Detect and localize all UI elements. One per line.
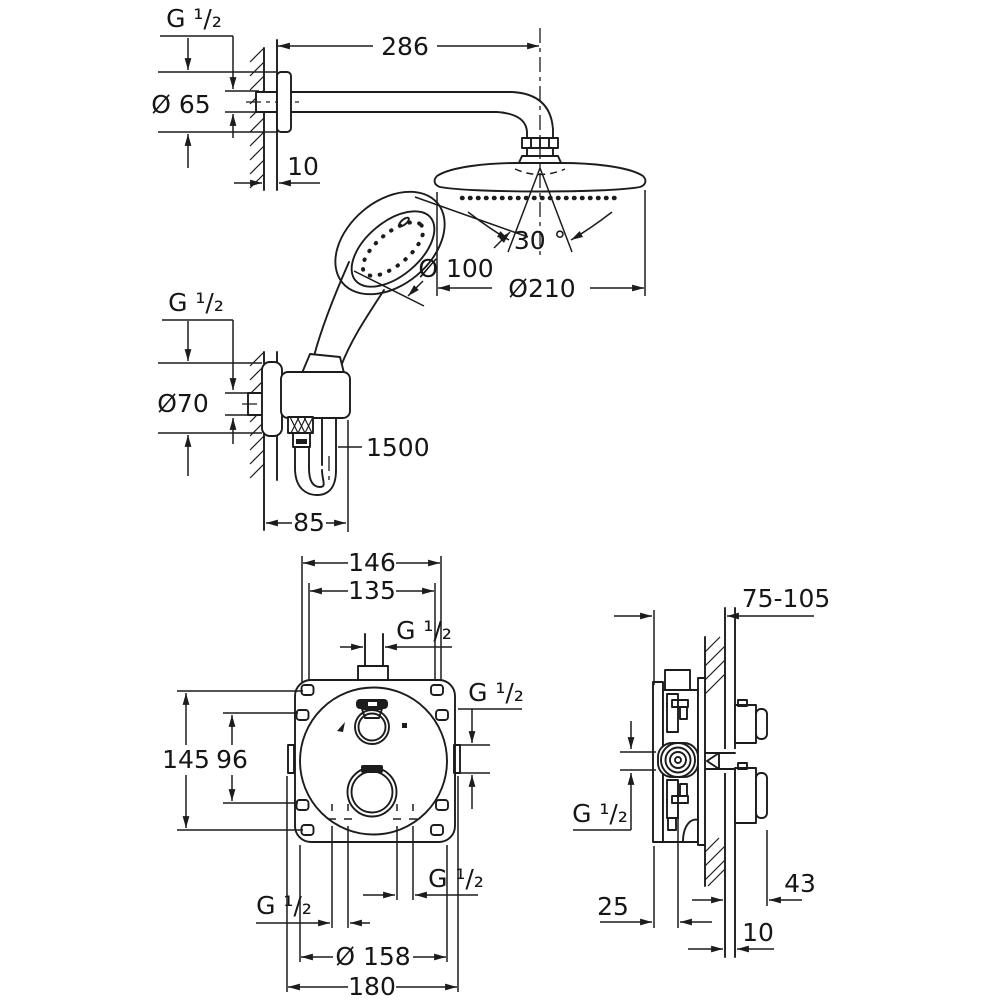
mounting-plate-side [697, 677, 706, 846]
shower-hose [294, 417, 337, 496]
cold-icon [402, 723, 407, 728]
dim-thread-top-port: G ¹/₂ [340, 616, 452, 651]
thread-label-bottom-left: G ¹/₂ [256, 891, 312, 920]
rough-wall-hatch [704, 636, 726, 887]
dim-wall-plate: 10 [234, 152, 320, 187]
dim-thread-bottom-left: G ¹/₂ [256, 891, 370, 927]
flush-marker-icon [706, 752, 720, 770]
dim-height-145: 145 [162, 690, 303, 831]
hand-shower [313, 190, 446, 367]
dim-thread-right-port: G ¹/₂ [458, 678, 524, 809]
dim-height-145-value: 145 [162, 745, 210, 774]
dim-spray-angle-value: 30 ° [514, 226, 566, 255]
hand-shower-face [350, 210, 436, 288]
side-tab-left [287, 744, 295, 774]
dim-overall-width: 180 [286, 776, 459, 1000]
housing-top-block [664, 669, 691, 691]
dim-thread-side-port: G ¹/₂ [572, 721, 656, 831]
arm-wall-flange [276, 71, 292, 133]
hand-shower-head [334, 190, 446, 296]
dim-housing-depth-25: 25 [597, 781, 712, 928]
dim-width-135-value: 135 [348, 576, 396, 605]
hose-connection-nut [287, 416, 314, 434]
dim-holder-flange-diameter: Ø70 [157, 321, 262, 476]
side-port-rings [660, 742, 696, 778]
view-hand-shower-holder: 1500 Ø70 G ¹/₂ 85 [157, 288, 429, 537]
dim-finished-wall-10: 10 [688, 918, 774, 953]
pipe-wall-gap [721, 749, 738, 773]
hot-icon [337, 722, 345, 732]
thread-label-top-port: G ¹/₂ [396, 616, 452, 645]
hand-shower-slot [398, 216, 410, 228]
dim-head-diameter-value: Ø210 [508, 274, 575, 303]
knob-top-side [734, 699, 768, 744]
dim-thread-bottom-right: G ¹/₂ [363, 864, 484, 899]
pipe-collar [357, 665, 389, 681]
dim-finished-wall-value: 10 [742, 918, 774, 947]
dim-head-diameter: Ø210 [436, 190, 646, 303]
dim-holder-depth: 85 [265, 420, 349, 537]
side-tab-right [453, 744, 461, 774]
holder-cup [301, 353, 345, 374]
dim-install-depth-value: 75-105 [742, 584, 831, 613]
wall-hatch [249, 47, 265, 189]
housing-upper-detail [666, 693, 689, 733]
hand-shower-jets [360, 220, 426, 278]
thread-label: G ¹/₂ [166, 4, 222, 33]
dim-holder-flange-value: Ø70 [157, 389, 209, 418]
dim-overall-width-value: 180 [348, 972, 396, 1000]
volume-knob [346, 765, 398, 818]
screw-holes [295, 684, 449, 836]
hand-shower-handle-left [313, 261, 350, 357]
thread-label-holder: G ¹/₂ [168, 288, 224, 317]
dim-flange-diameter: Ø 65 [151, 38, 277, 168]
thread-label-right-port: G ¹/₂ [468, 678, 524, 707]
dim-install-depth: 75-105 [614, 584, 830, 685]
dim-flange-diameter-value: Ø 65 [151, 90, 210, 119]
dim-holder-depth-value: 85 [293, 508, 325, 537]
hose-collar-slot [296, 439, 307, 444]
dim-rough-in-diameter: Ø 158 [299, 845, 448, 971]
holder-body [280, 371, 351, 419]
shower-arm-inner [290, 111, 528, 139]
dim-thread-top-left: G ¹/₂ [160, 4, 259, 138]
thread-label-side-port: G ¹/₂ [572, 799, 628, 828]
view-valve-side: 75-105 G ¹/₂ 43 25 10 [572, 584, 830, 958]
dim-arm-length: 286 [276, 32, 540, 61]
dim-height-96: 96 [216, 712, 298, 804]
view-valve-front: 146 135 G ¹/₂ [162, 548, 524, 1000]
dim-hand-shower-diameter: Ø 100 [353, 196, 529, 307]
dim-height-96-value: 96 [216, 745, 248, 774]
dim-wall-plate-value: 10 [287, 152, 319, 181]
shower-arm-outer [290, 91, 554, 139]
knob-bottom-side [734, 762, 768, 824]
dim-thread-holder: G ¹/₂ [162, 288, 250, 444]
hand-shower-handle-right [340, 289, 385, 367]
dim-hand-diameter-value: Ø 100 [418, 254, 493, 283]
dim-projection-value: 43 [784, 869, 816, 898]
thread-label-bottom-right: G ¹/₂ [428, 864, 484, 893]
dim-housing-depth-value: 25 [597, 892, 629, 921]
dim-hose-length: 1500 [338, 433, 430, 462]
view-head-shower: 286 Ø 65 G ¹/₂ 10 Ø 100 [151, 4, 647, 367]
dim-arm-length-value: 286 [381, 32, 429, 61]
thermostat-knob [337, 699, 407, 745]
dim-hose-length-value: 1500 [366, 433, 430, 462]
dim-rough-in-value: Ø 158 [335, 942, 410, 971]
dim-projection-43: 43 [692, 830, 816, 906]
bottom-ports [328, 804, 417, 928]
dim-width-146: 146 [301, 548, 442, 686]
dim-width-146-value: 146 [348, 548, 396, 577]
rough-in-housing [299, 686, 448, 836]
holder-wall-flange [261, 361, 283, 437]
dim-width-135: 135 [308, 576, 436, 686]
